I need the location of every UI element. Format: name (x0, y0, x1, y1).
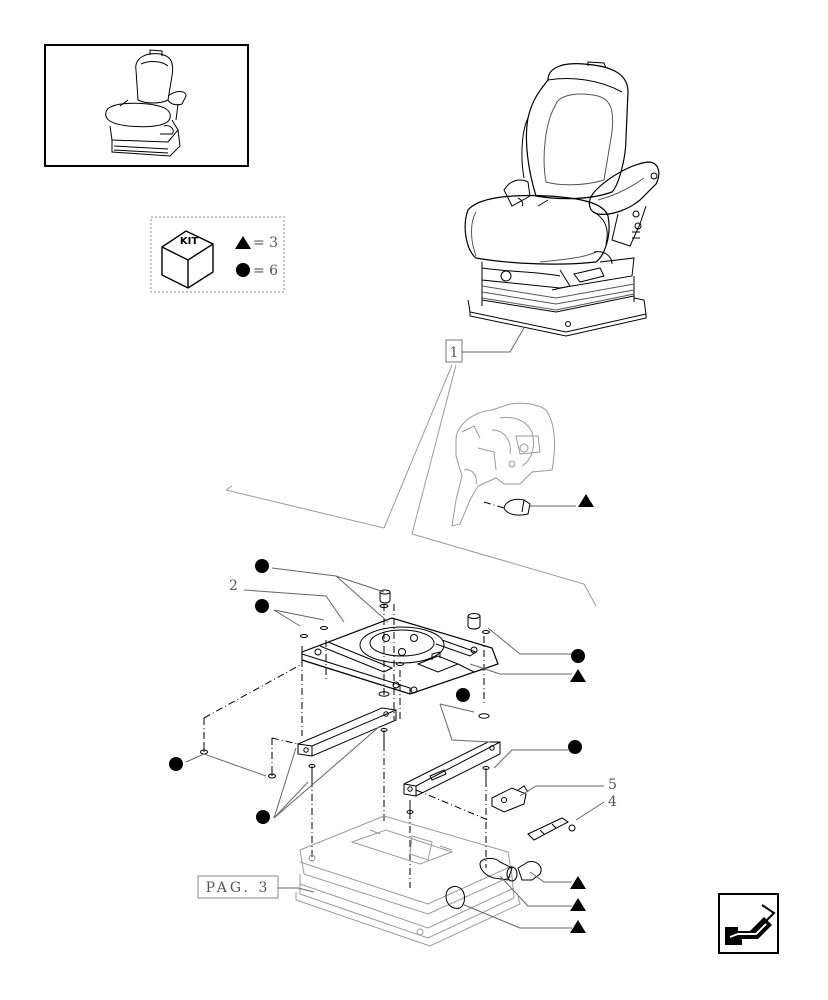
callout-1: 1 (383, 327, 525, 535)
previous-page-button[interactable] (718, 893, 779, 954)
triangle-marker-icon (578, 494, 594, 507)
leader-lines (185, 567, 605, 929)
kit-label: KIT (180, 236, 198, 247)
circle-marker-icon (255, 599, 269, 613)
base-ghost-illustration (295, 815, 521, 947)
triangle-marker-icon (570, 876, 586, 889)
assembly-lines (203, 604, 489, 888)
bracket-ghost-illustration (451, 402, 555, 527)
arrow-left-down-icon (718, 893, 779, 954)
circle-marker-icon (169, 757, 183, 771)
slide-rail-left (297, 707, 397, 757)
circle-quantity: = 6 (253, 263, 278, 279)
circle-marker-icon (256, 810, 270, 824)
lever-cap-part (503, 498, 531, 516)
callout-5-label: 5 (608, 777, 617, 793)
page-reference-label: PAG. 3 (206, 880, 271, 896)
circle-marker-icon (255, 559, 269, 573)
thumbnail-seat-illustration (105, 49, 187, 157)
triangle-markers (570, 669, 586, 933)
thumbnail-frame (44, 44, 249, 167)
kit-legend: KIT = 3 = 6 (150, 216, 285, 293)
bolts (200, 728, 490, 814)
latch-plate-part (527, 817, 576, 841)
callout-2-label: 2 (229, 578, 238, 594)
triangle-marker-icon (570, 898, 586, 911)
circle-marker-icon (571, 649, 585, 663)
triangle-quantity: = 3 (253, 235, 278, 251)
circle-marker-icon (456, 688, 470, 702)
circle-marker-icon (568, 740, 582, 754)
triangle-marker-icon (570, 920, 586, 933)
kit-cube-icon (161, 230, 214, 289)
triangle-marker-icon (570, 669, 586, 682)
triangle-marker-icon (235, 236, 251, 249)
page-reference: PAG. 3 (197, 875, 279, 899)
callout-1-label: 1 (450, 345, 459, 361)
circle-marker-icon (236, 263, 250, 277)
lever-knob-parts (445, 857, 542, 909)
circle-markers (169, 559, 585, 824)
callout-4-label: 4 (608, 794, 617, 810)
seat-assembly-illustration (464, 61, 660, 337)
swivel-plate-part (301, 617, 499, 695)
clamp-bracket-part (491, 785, 529, 813)
